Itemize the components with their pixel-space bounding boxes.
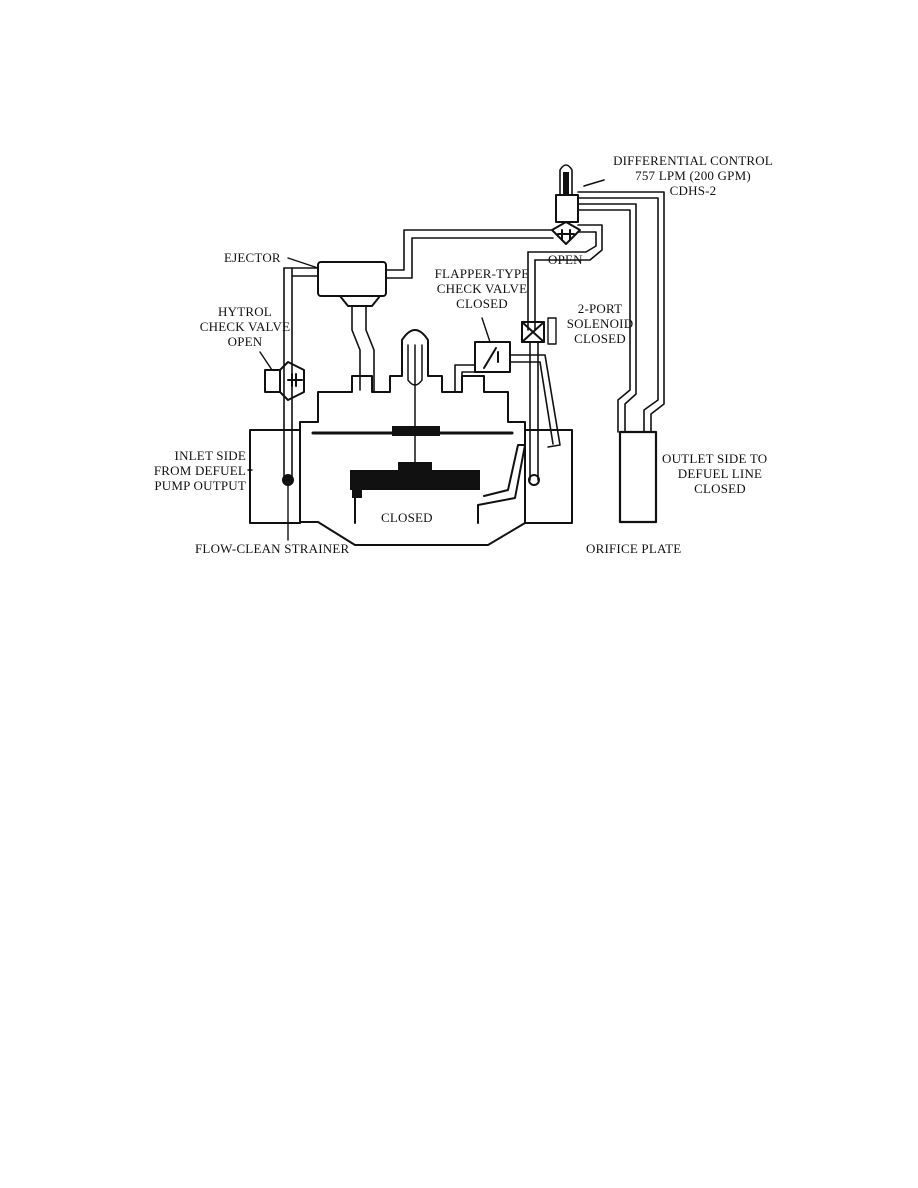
label-line: OPEN: [227, 334, 263, 349]
label-line: FLAPPER-TYPE: [434, 266, 530, 281]
leader-lines: [247, 257, 491, 541]
label-line: INLET SIDE: [174, 448, 246, 463]
diaphragm-plate: [392, 426, 440, 436]
main-valve-body: [249, 329, 573, 546]
label-differential-state: OPEN: [548, 252, 583, 267]
label-flow-clean-strainer: FLOW-CLEAN STRAINER: [195, 541, 350, 556]
label-line: SOLENOID: [566, 316, 634, 331]
label-line: DEFUEL LINE: [677, 466, 763, 481]
label-hytrol-check-valve: HYTROL CHECK VALVE OPEN: [190, 304, 300, 349]
label-line: 2-PORT: [577, 301, 623, 316]
label-differential-control: DIFFERENTIAL CONTROL 757 LPM (200 GPM) C…: [598, 153, 788, 198]
label-line: CHECK VALVE: [199, 319, 291, 334]
label-line: PUMP OUTPUT: [154, 478, 246, 493]
label-line: FROM DEFUEL: [153, 463, 246, 478]
label-line: CLOSED: [456, 296, 508, 311]
hytrol-check-valve: [264, 361, 305, 401]
solenoid-valve: [521, 317, 557, 486]
label-inlet-side: INLET SIDE FROM DEFUEL PUMP OUTPUT: [150, 448, 246, 493]
flapper-check-valve: [474, 341, 511, 373]
label-flapper-check-valve: FLAPPER-TYPE CHECK VALVE CLOSED: [427, 266, 537, 311]
label-line: DIFFERENTIAL CONTROL: [613, 153, 773, 168]
differential-control-pilot: [551, 164, 605, 245]
label-ejector: EJECTOR: [224, 250, 281, 265]
label-main-valve-state: CLOSED: [381, 510, 433, 525]
label-line: CLOSED: [574, 331, 626, 346]
label-line: HYTROL: [218, 304, 272, 319]
label-orifice-plate: ORIFICE PLATE: [586, 541, 682, 556]
orifice-plate: [618, 430, 658, 524]
label-line: CLOSED: [694, 481, 746, 496]
label-line: OUTLET SIDE TO: [662, 451, 768, 466]
flow-clean-strainer-dot: [282, 474, 294, 486]
label-solenoid: 2-PORT SOLENOID CLOSED: [562, 301, 638, 346]
label-outlet-side: OUTLET SIDE TO DEFUEL LINE CLOSED: [662, 451, 778, 496]
label-line: CHECK VALVE: [436, 281, 528, 296]
valve-seat-disc: [350, 470, 480, 490]
label-line: 757 LPM (200 GPM): [635, 168, 751, 183]
label-line: CDHS-2: [669, 183, 717, 198]
control-tubing: [283, 191, 665, 481]
ejector: [317, 261, 387, 307]
